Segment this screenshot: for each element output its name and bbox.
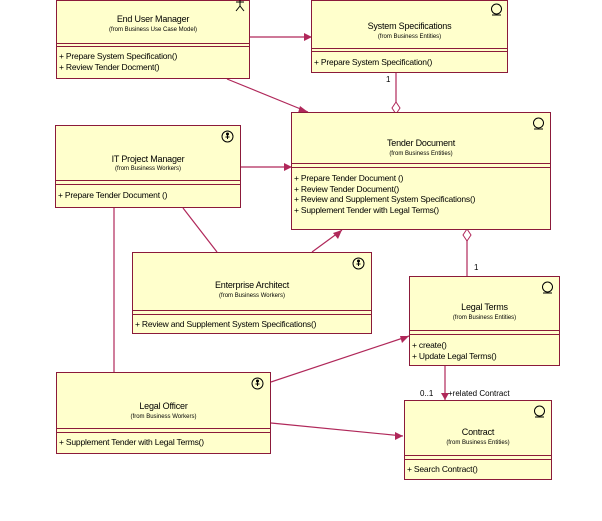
divider xyxy=(292,163,550,164)
entity-icon xyxy=(491,3,502,16)
arrowhead xyxy=(400,336,409,343)
class-package: (from Business Workers) xyxy=(115,166,181,172)
operation: + Review Tender Document() xyxy=(294,183,399,194)
actor-icon xyxy=(235,0,245,12)
class-name: Legal Officer xyxy=(139,401,188,411)
divider xyxy=(57,43,249,44)
class-name: Legal Terms xyxy=(461,302,508,312)
arrowhead xyxy=(284,163,292,171)
entity-icon xyxy=(533,117,544,130)
arrowhead xyxy=(298,106,308,113)
class-system-specifications[interactable]: System Specifications (from Business Ent… xyxy=(311,0,508,73)
operation: + Supplement Tender with Legal Terms() xyxy=(294,204,439,215)
entity-icon xyxy=(542,281,553,294)
class-legal-terms[interactable]: Legal Terms (from Business Entities) + c… xyxy=(409,276,560,366)
aggregation-diamond xyxy=(462,228,472,242)
class-enterprise-architect[interactable]: Enterprise Architect (from Business Work… xyxy=(132,252,372,334)
divider xyxy=(133,314,371,315)
divider xyxy=(312,51,507,52)
class-package: (from Business Workers) xyxy=(130,414,197,420)
worker-icon xyxy=(352,257,365,270)
class-name: Enterprise Architect xyxy=(214,280,290,290)
operation: + Prepare Tender Document () xyxy=(58,190,168,200)
class-name: Tender Document xyxy=(386,138,456,148)
divider xyxy=(133,310,371,311)
worker-icon xyxy=(251,377,264,390)
operation: + Update Legal Terms() xyxy=(412,350,497,361)
divider xyxy=(57,46,249,47)
multiplicity-label: 1 xyxy=(386,75,391,84)
operation: + Prepare System Specification() xyxy=(59,51,178,61)
class-name: Contract xyxy=(461,427,495,437)
navigability-arrow xyxy=(441,393,449,400)
class-package: (from Business Workers) xyxy=(219,293,285,299)
class-legal-officer[interactable]: Legal Officer (from Business Workers) + … xyxy=(56,372,271,454)
role-label: +related Contract xyxy=(448,389,510,398)
class-name: System Specifications xyxy=(367,21,452,31)
class-package: (from Business Use Case Model) xyxy=(108,27,198,33)
operation: + Review Tender Docment() xyxy=(59,61,160,72)
assoc-itpm-ea xyxy=(182,207,218,253)
operation: + Search Contract() xyxy=(407,464,478,474)
class-contract[interactable]: Contract (from Business Entities) + Sear… xyxy=(404,400,552,480)
assoc-eum-tender xyxy=(226,78,309,113)
class-name: IT Project Manager xyxy=(111,154,185,164)
divider xyxy=(292,167,550,168)
worker-icon xyxy=(221,130,234,143)
divider xyxy=(410,334,559,335)
divider xyxy=(405,455,551,456)
arrowhead xyxy=(333,230,342,239)
operation: + Prepare Tender Document () xyxy=(294,173,404,183)
divider xyxy=(57,428,270,429)
operations-list: + create() + Update Legal Terms() xyxy=(412,340,557,361)
class-package: (from Business Entities) xyxy=(452,315,517,321)
operation: + create() xyxy=(412,340,447,350)
operation: + Prepare System Specification() xyxy=(314,57,433,67)
operations-list: + Prepare Tender Document () + Review Te… xyxy=(294,173,548,215)
class-tender-document[interactable]: Tender Document (from Business Entities)… xyxy=(291,112,551,230)
class-end-user-manager[interactable]: End User Manager (from Business Use Case… xyxy=(56,0,250,79)
assoc-lo-legalterms xyxy=(270,335,410,383)
operations-list: + Prepare System Specification() + Revie… xyxy=(59,51,247,72)
multiplicity-label: 1 xyxy=(474,263,479,272)
operations-list: + Prepare Tender Document () xyxy=(58,190,238,201)
divider xyxy=(410,330,559,331)
multiplicity-label: 0..1 xyxy=(420,389,434,398)
class-package: (from Business Entities) xyxy=(377,34,442,40)
class-package: (from Business Entities) xyxy=(389,151,453,157)
arrowhead xyxy=(304,33,312,41)
operations-list: + Search Contract() xyxy=(407,464,549,475)
operations-list: + Prepare System Specification() xyxy=(314,57,505,68)
divider xyxy=(312,48,507,49)
class-package: (from Business Entities) xyxy=(446,440,510,446)
operations-list: + Supplement Tender with Legal Terms() xyxy=(59,437,268,448)
assoc-lo-contract xyxy=(270,422,404,437)
operation: + Supplement Tender with Legal Terms() xyxy=(59,437,204,447)
divider xyxy=(57,432,270,433)
divider xyxy=(405,459,551,460)
operation: + Review and Supplement System Specifica… xyxy=(135,319,317,329)
divider xyxy=(56,180,240,181)
class-it-project-manager[interactable]: IT Project Manager (from Business Worker… xyxy=(55,125,241,208)
arrowhead xyxy=(395,432,403,440)
entity-icon xyxy=(534,405,545,418)
divider xyxy=(56,184,240,185)
operations-list: + Review and Supplement System Specifica… xyxy=(135,319,369,330)
class-name: End User Manager xyxy=(116,14,190,24)
operation: + Review and Supplement System Specifica… xyxy=(294,194,476,204)
